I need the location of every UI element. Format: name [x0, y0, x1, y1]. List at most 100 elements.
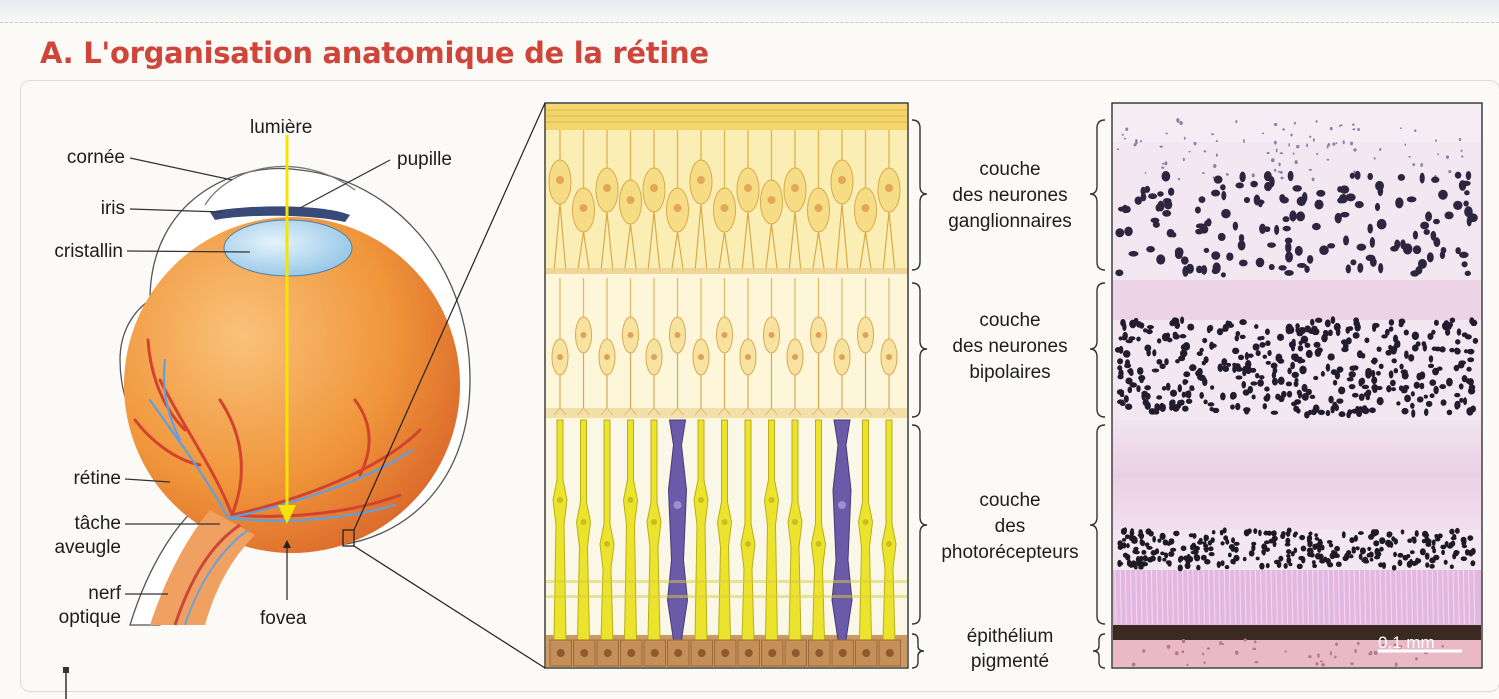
outer-segment-fibre [1306, 569, 1309, 625]
cell-nucleus [1314, 533, 1318, 538]
cell-nucleus [1210, 385, 1215, 390]
cell-nucleus [1136, 321, 1142, 328]
cell-nucleus [1150, 217, 1160, 224]
eye-illustration [63, 102, 546, 699]
cell-nucleus [1221, 643, 1224, 646]
cell-nucleus [1265, 547, 1270, 552]
cell-nucleus [1425, 211, 1433, 222]
cell-nucleus [1464, 190, 1470, 196]
cell-nucleus [1282, 216, 1290, 223]
cell-nucleus [1356, 243, 1367, 251]
cell-nucleus [1466, 366, 1472, 372]
cell-nucleus [1360, 353, 1366, 359]
cell-nucleus [1424, 552, 1430, 560]
cell-nucleus [1162, 539, 1169, 546]
cell-nucleus [1395, 197, 1404, 209]
cell-nucleus [1328, 543, 1334, 548]
cell-nucleus [1156, 254, 1166, 265]
cell-nucleus [1117, 540, 1123, 547]
cell-nucleus [1212, 407, 1220, 414]
cell-nucleus [1431, 176, 1440, 183]
cell-nucleus [1167, 187, 1175, 196]
cell-nucleus [1162, 209, 1172, 217]
cell-nucleus [1230, 404, 1235, 410]
cell-nucleus [1443, 559, 1448, 565]
cell-nucleus [1334, 545, 1340, 552]
cell-nucleus [1425, 562, 1430, 568]
cell-nucleus [1309, 394, 1316, 400]
cell-nucleus [1398, 385, 1404, 392]
cell-nucleus [1404, 350, 1409, 359]
cell-nucleus [1401, 371, 1409, 380]
cell-nucleus [1121, 537, 1127, 542]
cell-nucleus [1277, 358, 1285, 364]
cell-nucleus [1115, 228, 1125, 238]
cell-nucleus [1419, 548, 1426, 556]
cell-nucleus [1285, 381, 1293, 387]
cell-nucleus [1307, 551, 1314, 558]
cell-nucleus [1431, 329, 1436, 335]
outer-segment-fibre [1140, 569, 1143, 625]
cell-nucleus [1394, 341, 1399, 348]
cell-nucleus [1345, 193, 1356, 202]
cell-nucleus [1278, 395, 1285, 403]
cell-nucleus [1286, 553, 1291, 558]
cell-nucleus [1168, 551, 1175, 557]
cell-nucleus [1326, 158, 1330, 161]
cell-nucleus [1319, 660, 1323, 663]
cell-nucleus [1203, 661, 1206, 665]
cell-nucleus [1363, 391, 1371, 397]
cell-nucleus [1345, 264, 1352, 274]
label-cristallin: cristallin [54, 241, 123, 262]
cell-nucleus [1356, 411, 1363, 418]
cell-nucleus [1213, 175, 1223, 184]
cell-nucleus [1436, 366, 1443, 371]
cell-nucleus [1177, 384, 1183, 393]
cell-nucleus [1319, 245, 1329, 256]
cell-nucleus [1187, 323, 1195, 331]
cell-nucleus [1285, 326, 1293, 335]
cell-nucleus [1247, 353, 1254, 358]
cell-nucleus [1454, 401, 1460, 410]
outer-segment-fibre [1202, 569, 1205, 625]
cell-nucleus [1308, 655, 1312, 659]
cell-nucleus [1411, 331, 1420, 340]
cell-nucleus [1308, 540, 1313, 545]
outer-segment-fibre [1353, 569, 1356, 625]
cell-nucleus [1126, 543, 1130, 549]
cell-nucleus [1266, 151, 1270, 155]
cell-nucleus [1234, 650, 1239, 655]
cell-nucleus [1146, 325, 1154, 330]
cell-nucleus [1299, 365, 1307, 375]
cell-nucleus [1144, 344, 1152, 352]
outer-segment-fibre [1374, 569, 1377, 625]
cell-nucleus [1296, 262, 1307, 269]
cell-nucleus [1371, 357, 1377, 365]
cell-nucleus [1186, 663, 1189, 667]
cell-nucleus [1252, 647, 1257, 651]
cell-nucleus [1166, 644, 1171, 649]
cell-nucleus [1306, 534, 1313, 542]
cell-nucleus [1273, 123, 1278, 127]
cell-nucleus [1290, 551, 1295, 557]
cell-nucleus [1358, 393, 1365, 401]
cell-nucleus [1272, 367, 1278, 374]
cell-nucleus [1120, 527, 1127, 535]
cell-nucleus [1130, 560, 1137, 568]
layer-ganglion-line1: couche [979, 159, 1041, 180]
outer-segment-fibre [1348, 569, 1351, 625]
cell-nucleus [1165, 132, 1168, 135]
cell-nucleus [1225, 320, 1230, 328]
cell-nucleus [1353, 170, 1356, 175]
cell-nucleus [1434, 537, 1441, 542]
cell-nucleus [1348, 384, 1356, 390]
cell-nucleus [1400, 127, 1402, 129]
cell-nucleus [1156, 358, 1163, 365]
cell-nucleus [1225, 173, 1229, 176]
outer-segment-fibre [1447, 569, 1450, 625]
cell-nucleus [1170, 547, 1177, 552]
cell-nucleus [1385, 349, 1392, 356]
outer-segment-fibre [1327, 569, 1330, 625]
cell-nucleus [1306, 143, 1308, 148]
cell-nucleus [1285, 251, 1294, 263]
